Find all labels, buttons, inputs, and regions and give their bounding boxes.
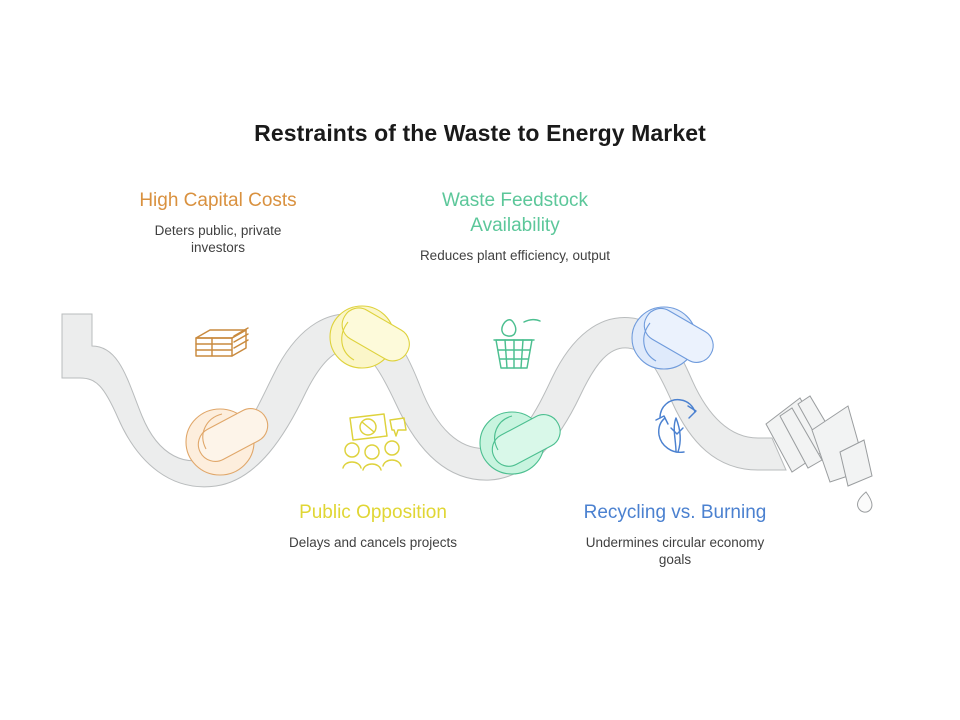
knot-high-capital-costs <box>185 408 269 476</box>
node-description-high-capital-costs: Deters public, private investors <box>154 223 282 255</box>
recycling-leaf-icon <box>655 398 697 454</box>
node-heading-waste-feedstock-availability: Waste Feedstock Availability <box>441 190 589 236</box>
page-title: Restraints of the Waste to Energy Market <box>254 120 706 146</box>
water-drop-icon <box>857 491 873 513</box>
knot-recycling-vs-burning <box>631 306 714 370</box>
node-heading-recycling-vs-burning: Recycling vs. Burning <box>583 502 767 523</box>
hose-nozzle <box>765 395 873 487</box>
node-label-high-capital-costs: High Capital Costs Deters public, privat… <box>128 188 308 256</box>
node-description-waste-feedstock-availability: Reduces plant efficiency, output <box>419 248 611 263</box>
waste-basket-icon <box>493 318 541 369</box>
node-description-public-opposition: Delays and cancels projects <box>288 535 458 550</box>
node-label-recycling-vs-burning: Recycling vs. Burning Undermines circula… <box>578 500 772 568</box>
node-heading-public-opposition: Public Opposition <box>299 502 447 523</box>
protest-signs-icon <box>342 413 407 471</box>
knot-waste-feedstock <box>479 411 561 475</box>
cash-stack-icon <box>195 327 249 357</box>
node-label-waste-feedstock-availability: Waste Feedstock Availability Reduces pla… <box>402 188 628 264</box>
node-heading-high-capital-costs: High Capital Costs <box>139 190 297 211</box>
node-description-recycling-vs-burning: Undermines circular economy goals <box>585 535 765 567</box>
node-label-public-opposition: Public Opposition Delays and cancels pro… <box>270 500 476 551</box>
knot-public-opposition <box>329 305 410 369</box>
